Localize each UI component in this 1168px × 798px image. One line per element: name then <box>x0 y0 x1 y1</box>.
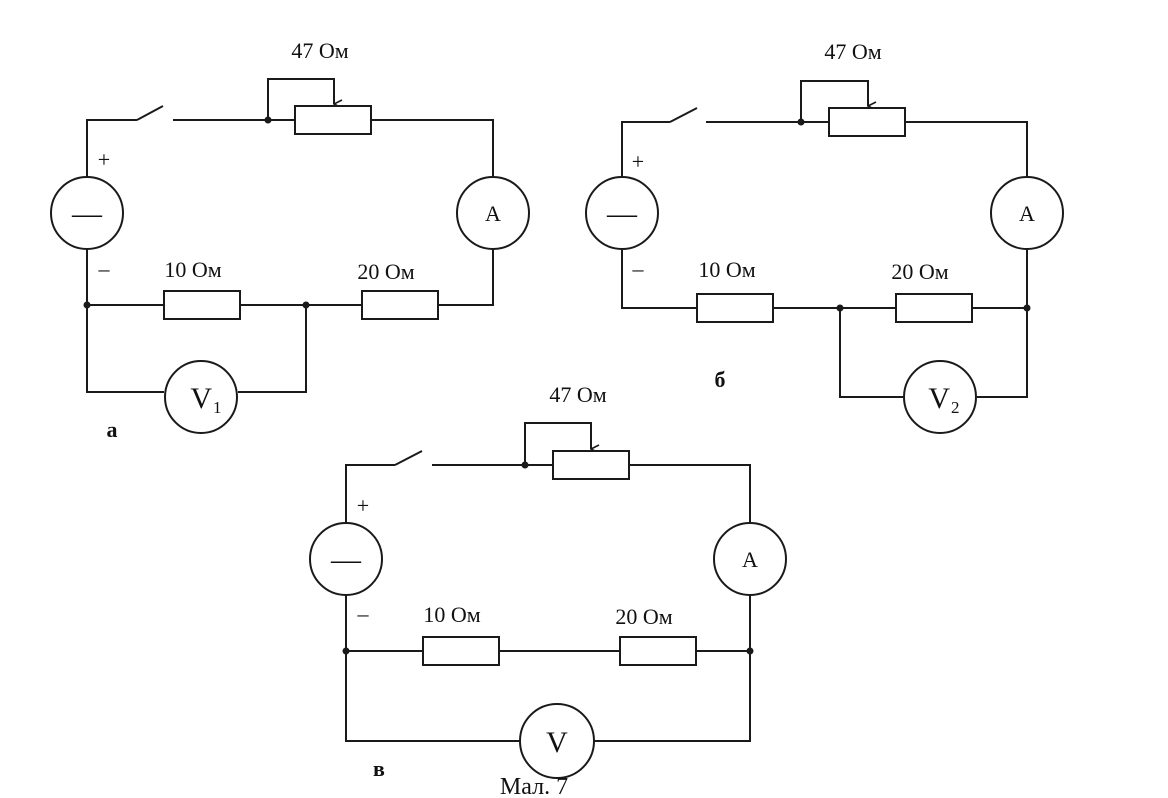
resistor-r1-v <box>422 636 500 666</box>
junction-dot <box>1023 304 1031 312</box>
junction-dot <box>746 647 754 655</box>
ammeter-a <box>456 176 530 250</box>
junction-dot <box>836 304 844 312</box>
wires-v <box>345 422 751 742</box>
r1-label-b: 10 Ом <box>698 257 755 282</box>
voltmeter-v <box>519 703 595 779</box>
minus-sign-v: – <box>357 601 370 626</box>
junction-dot <box>302 301 310 309</box>
voltmeter-sub-a: 1 <box>213 398 222 417</box>
wires-b <box>621 80 1028 398</box>
junction-dot <box>342 647 350 655</box>
voltmeter-v2-b <box>903 360 977 434</box>
circuit-panel-b: 47 Ом 10 Ом 20 Ом + – — A V 2 б <box>585 39 1064 434</box>
plus-sign-a: + <box>98 147 110 172</box>
switch-a <box>136 105 164 121</box>
rheostat-label-b: 47 Ом <box>824 39 881 64</box>
resistor-r1-b <box>696 293 774 323</box>
voltmeter-sub-b: 2 <box>951 398 960 417</box>
rheostat-b <box>828 107 906 137</box>
resistor-r2-a <box>361 290 439 320</box>
r2-label-a: 20 Ом <box>357 259 414 284</box>
plus-sign-b: + <box>632 149 644 174</box>
plus-sign-v: + <box>357 493 369 518</box>
source-symbol-a: — <box>71 197 103 230</box>
resistor-r1-a <box>163 290 241 320</box>
rheostat-slider-b <box>800 80 868 122</box>
junction-dot <box>83 301 91 309</box>
rheostat-slider-v <box>524 422 591 465</box>
rheostat-label-v: 47 Ом <box>549 382 606 407</box>
r1-label-v: 10 Ом <box>423 602 480 627</box>
r2-label-b: 20 Ом <box>891 259 948 284</box>
minus-sign-a: – <box>98 256 111 281</box>
junction-dot <box>264 116 272 124</box>
minus-sign-b: – <box>632 256 645 281</box>
circuit-panel-v: 47 Ом 10 Ом 20 Ом + – — A V в <box>309 382 787 781</box>
junction-dot <box>521 461 529 469</box>
resistor-r2-v <box>619 636 697 666</box>
ammeter-letter-b: A <box>1019 201 1035 226</box>
rheostat-label-a: 47 Ом <box>291 38 348 63</box>
voltmeter-letter-a: V <box>190 382 212 415</box>
r2-label-v: 20 Ом <box>615 604 672 629</box>
switch-v <box>394 450 423 466</box>
power-source-v <box>309 522 383 596</box>
panel-letter-v: в <box>373 756 385 781</box>
panel-letter-b: б <box>715 367 726 392</box>
voltmeter-letter-b: V <box>928 382 950 415</box>
panel-letter-a: а <box>107 417 118 442</box>
source-symbol-v: — <box>330 543 362 576</box>
power-source-a <box>50 176 124 250</box>
switch-b <box>669 107 698 123</box>
rheostat-v <box>552 450 630 480</box>
source-symbol-b: — <box>606 197 638 230</box>
ammeter-v <box>713 522 787 596</box>
rheostat-a <box>294 105 372 135</box>
r1-label-a: 10 Ом <box>164 257 221 282</box>
junction-dot <box>797 118 805 126</box>
ammeter-letter-a: A <box>485 201 501 226</box>
circuit-panel-a: 47 Ом 10 Ом 20 Ом + – — A V 1 а <box>50 38 530 442</box>
wires-a <box>86 78 494 393</box>
ammeter-letter-v: A <box>742 547 758 572</box>
resistor-r2-b <box>895 293 973 323</box>
figure-caption: Мал. 7 <box>500 774 568 798</box>
rheostat-slider-a <box>267 78 334 120</box>
voltmeter-letter-v: V <box>546 726 568 759</box>
power-source-b <box>585 176 659 250</box>
voltmeter-v1-a <box>164 360 238 434</box>
ammeter-b <box>990 176 1064 250</box>
